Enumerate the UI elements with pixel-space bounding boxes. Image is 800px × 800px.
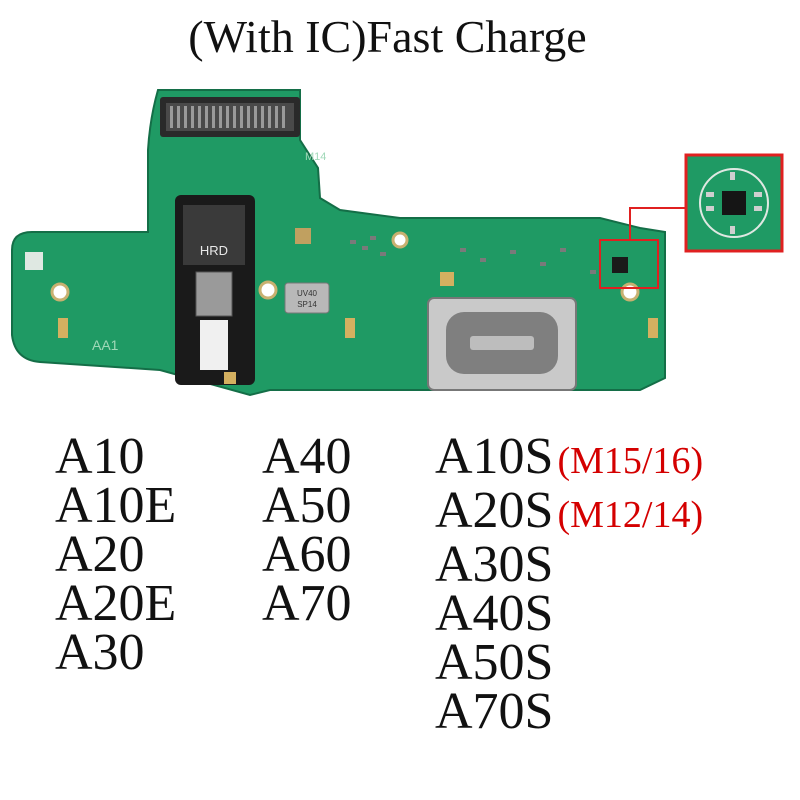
model-variant-note: (M15/16) <box>557 440 704 482</box>
models-column-2: A40 A50 A60 A70 <box>262 428 352 632</box>
mic-label-bottom: SP14 <box>297 300 317 309</box>
model-row: A50S <box>435 637 703 689</box>
mount-hole <box>391 231 409 249</box>
model-name: A40 <box>262 428 352 485</box>
code-label: M14 <box>305 151 326 163</box>
model-name: A20E <box>55 575 177 632</box>
edge-label: AA1 <box>92 337 119 353</box>
model-name: A50 <box>262 477 352 534</box>
mount-hole <box>50 282 70 302</box>
charging-board-image: HRD UV40 SP14 AA1 M14 <box>0 80 800 410</box>
model-name: A70 <box>262 575 352 632</box>
highlight-leader-line <box>629 207 686 240</box>
jack-label: HRD <box>200 243 228 258</box>
model-name: A70S <box>435 683 554 740</box>
mount-hole <box>258 280 278 300</box>
model-name: A10E <box>55 477 177 534</box>
model-name: A20S <box>435 482 554 539</box>
qr-mark <box>25 252 43 270</box>
model-name: A40S <box>435 585 554 642</box>
model-row: A70S <box>435 686 703 738</box>
model-name: A30S <box>435 536 554 593</box>
microphone <box>284 282 330 314</box>
model-variant-note: (M12/14) <box>557 494 704 536</box>
mic-label-top: UV40 <box>297 289 318 298</box>
model-name: A10 <box>55 428 145 485</box>
model-name: A30 <box>55 624 145 681</box>
model-name: A50S <box>435 634 554 691</box>
model-row: A40S <box>435 588 703 640</box>
model-row: A30S <box>435 539 703 591</box>
mount-hole <box>620 282 640 302</box>
page-title: (With IC)Fast Charge <box>188 11 587 62</box>
models-column-1: A10 A10E A20 A20E A30 <box>55 428 177 681</box>
model-name: A20 <box>55 526 145 583</box>
ic-zoom-inset <box>684 153 784 253</box>
model-name: A10S <box>435 428 554 485</box>
model-row: A20S(M12/14) <box>435 485 704 540</box>
models-column-3: A10S(M15/16) A20S(M12/14) A30S A40S A50S… <box>435 431 704 738</box>
charging-board-illustration: HRD UV40 SP14 AA1 M14 <box>11 89 784 397</box>
ic-chip <box>612 257 628 273</box>
model-name: A60 <box>262 526 352 583</box>
model-row: A10S(M15/16) <box>435 431 704 486</box>
